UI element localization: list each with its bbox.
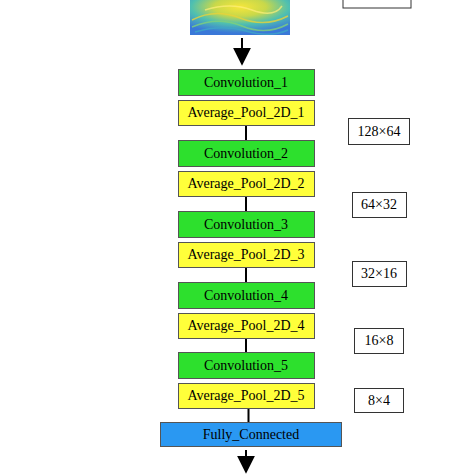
pooling-box: Average_Pool_2D_5 (178, 383, 315, 409)
node-label: Average_Pool_2D_5 (187, 389, 304, 403)
convolution-box: Convolution_4 (178, 282, 315, 309)
connector-line (248, 409, 250, 422)
pooling-box: Average_Pool_2D_2 (178, 171, 315, 197)
node-label: Average_Pool_2D_1 (187, 106, 304, 120)
connector-line (245, 197, 247, 211)
input-heatmap (190, 0, 290, 35)
node-label: 32×16 (361, 267, 397, 281)
node-label: Average_Pool_2D_4 (187, 319, 304, 333)
convolution-box: Convolution_3 (178, 211, 315, 238)
pooling-box: Average_Pool_2D_1 (178, 100, 315, 126)
connector-line (245, 126, 247, 140)
output-arrow (245, 450, 247, 472)
convolution-box: Convolution_1 (178, 69, 315, 96)
fully-connected-box: Fully_Connected (160, 422, 342, 447)
cropped-box (343, 0, 411, 8)
node-label: Convolution_4 (204, 289, 288, 303)
size-label-box: 128×64 (348, 118, 410, 145)
node-label: 8×4 (368, 394, 390, 408)
node-label: Average_Pool_2D_2 (187, 177, 304, 191)
convolution-box: Convolution_2 (178, 140, 315, 167)
node-label: Average_Pool_2D_3 (187, 248, 304, 262)
node-label: 64×32 (361, 198, 397, 212)
node-label: Convolution_1 (204, 76, 288, 90)
connector-line (245, 268, 247, 282)
pooling-box: Average_Pool_2D_4 (178, 313, 315, 339)
size-label-box: 16×8 (354, 328, 404, 354)
pooling-box: Average_Pool_2D_3 (178, 242, 315, 268)
connector-line (245, 339, 247, 352)
node-label: Fully_Connected (203, 428, 299, 442)
size-label-box: 32×16 (352, 261, 407, 287)
node-label: 16×8 (365, 334, 394, 348)
node-label: 128×64 (358, 125, 401, 139)
size-label-box: 8×4 (354, 388, 404, 413)
node-label: Convolution_5 (204, 359, 288, 373)
size-label-box: 64×32 (352, 192, 407, 218)
input-arrow (241, 38, 243, 64)
node-label: Convolution_3 (204, 218, 288, 232)
convolution-box: Convolution_5 (178, 352, 315, 379)
node-label: Convolution_2 (204, 147, 288, 161)
